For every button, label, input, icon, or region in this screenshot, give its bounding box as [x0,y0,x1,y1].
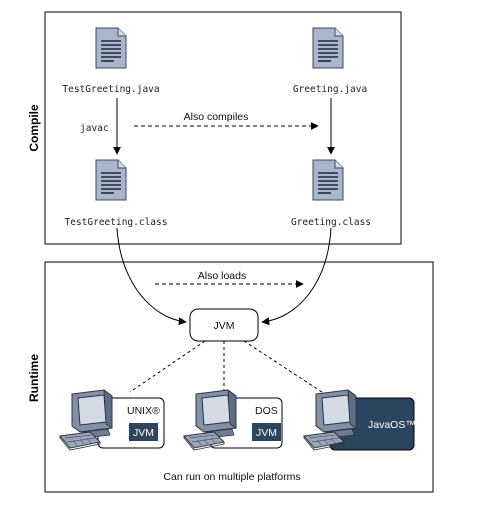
test-java-filename: TestGreeting.java [62,84,159,95]
dos-jvm-label: JVM [256,427,277,439]
test-class-load-curve [116,227,187,326]
runtime-panel [44,261,434,493]
runtime-section-label: Runtime [27,354,41,402]
unix-jvm-label: JVM [133,427,154,439]
greeting-class-load-curve [261,227,332,326]
unix-platform: UNIX® JVM [59,389,165,451]
greeting-java-document-icon [312,27,344,69]
greeting-class-filename: Greeting.class [291,217,371,228]
javaos-os-label: JavaOS™ [368,419,416,431]
dos-jvm-badge [252,423,281,441]
jvm-label: JVM [214,320,235,332]
dos-os-label: DOS [255,405,278,417]
test-java-document-icon [95,27,127,69]
compile-section-label: Compile [27,104,41,152]
unix-jvm-badge [129,423,158,441]
javac-label: javac [80,123,109,134]
dos-platform: DOS JVM [183,389,283,451]
test-class-filename: TestGreeting.class [65,217,168,228]
test-class-document-icon [95,159,127,201]
footer-caption: Can run on multiple platforms [163,471,300,483]
javaos-platform: JavaOS™ [303,389,416,451]
unix-os-label: UNIX® [127,405,160,417]
also-compiles-label: Also compiles [184,111,249,123]
greeting-class-document-icon [312,159,344,201]
greeting-java-filename: Greeting.java [293,84,367,95]
also-loads-label: Also loads [198,270,246,282]
